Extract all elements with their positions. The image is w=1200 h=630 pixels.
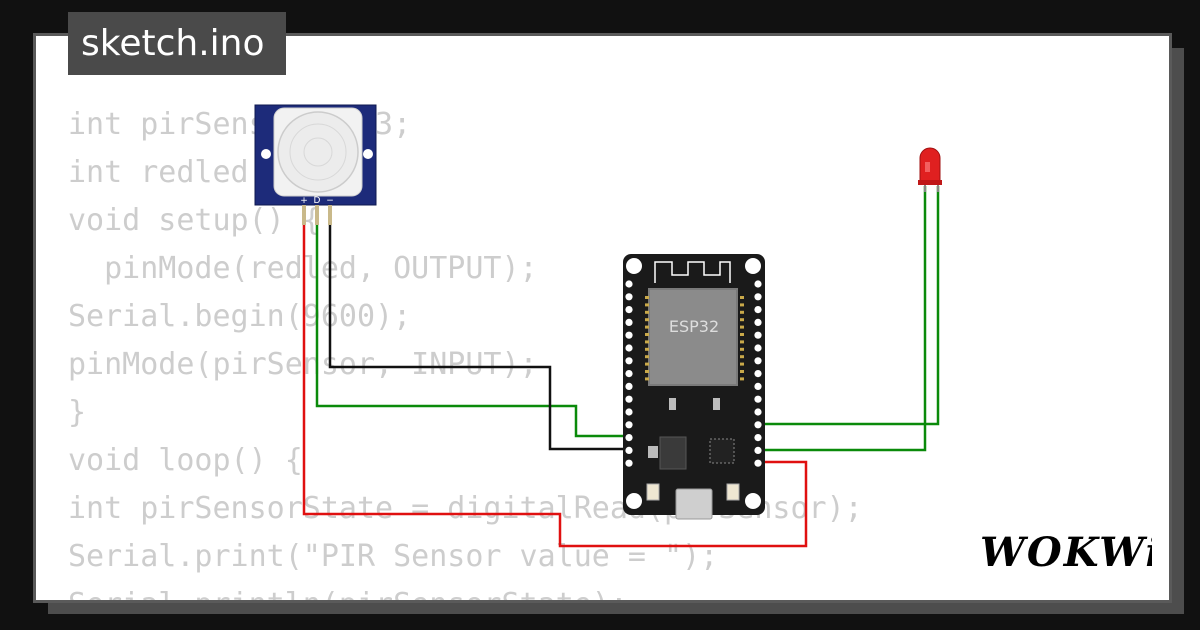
header-pin[interactable] [754, 459, 762, 467]
header-pin[interactable] [754, 318, 762, 326]
header-pin[interactable] [754, 331, 762, 339]
module-pad [645, 347, 649, 351]
boot-button[interactable] [726, 483, 740, 501]
header-pin[interactable] [625, 370, 633, 378]
header-pin[interactable] [625, 293, 633, 301]
header-pin[interactable] [754, 280, 762, 288]
header-pin[interactable] [754, 370, 762, 378]
wire-green-signal[interactable] [315, 224, 632, 438]
header-pin[interactable] [754, 421, 762, 429]
module-pad [740, 355, 744, 359]
header-pin[interactable] [625, 382, 633, 390]
usb-uart-chip-icon [709, 438, 735, 464]
header-pin[interactable] [754, 446, 762, 454]
code-line: Serial.println(pirSensorState); [68, 581, 863, 600]
module-pad [740, 333, 744, 336]
module-pad [740, 347, 744, 351]
wire-green-led-cathode[interactable] [758, 186, 927, 452]
module-pad [645, 310, 649, 314]
header-pin[interactable] [625, 408, 633, 416]
code-line: } [68, 395, 87, 430]
header-pin[interactable] [625, 331, 633, 339]
module-pad [740, 310, 744, 314]
code-line: void setup() { [68, 203, 321, 238]
header-pin[interactable] [754, 306, 762, 314]
header-pin[interactable] [754, 395, 762, 403]
module-pad [740, 362, 744, 366]
reset-button[interactable] [646, 483, 660, 501]
voltage-regulator-icon [659, 436, 687, 470]
module-pad [645, 355, 649, 359]
esp32-board[interactable]: ESP32 [623, 254, 765, 520]
code-line: void loop() { [68, 443, 303, 478]
pir-pin-label: − [326, 196, 334, 206]
module-pad [740, 370, 744, 373]
header-pin[interactable] [625, 318, 633, 326]
header-pin[interactable] [625, 459, 633, 467]
module-pad [645, 377, 649, 381]
pir-sensor[interactable]: + D − [254, 104, 377, 225]
module-pad [645, 296, 649, 299]
header-pin[interactable] [625, 434, 633, 442]
module-pad [740, 377, 744, 381]
red-led[interactable] [918, 147, 942, 192]
usb-port-icon [675, 488, 713, 520]
header-pin[interactable] [754, 357, 762, 365]
header-pin[interactable] [625, 280, 633, 288]
module-pad [645, 340, 649, 344]
header-pin[interactable] [625, 395, 633, 403]
header-pin[interactable] [754, 382, 762, 390]
module-pad [645, 318, 649, 322]
pir-pin-label: D [314, 196, 321, 206]
module-pad [645, 370, 649, 373]
module-pad [740, 296, 744, 299]
module-pad [645, 325, 649, 329]
header-pin[interactable] [625, 344, 633, 352]
wire-green-led-anode[interactable] [758, 186, 940, 426]
header-pin[interactable] [625, 357, 633, 365]
header-pin[interactable] [625, 446, 633, 454]
code-line: Serial.begin(9600); [68, 299, 412, 334]
antenna-icon [654, 261, 731, 283]
module-pad [645, 362, 649, 366]
pir-pin-label: + [300, 196, 308, 206]
module-pad [740, 340, 744, 344]
module-pad [740, 325, 744, 329]
code-line: pinMode(pirSensor, INPUT); [68, 347, 538, 382]
header-pin[interactable] [754, 293, 762, 301]
header-pin[interactable] [754, 408, 762, 416]
esp32-chip-label: ESP32 [669, 317, 719, 336]
header-pin[interactable] [754, 344, 762, 352]
header-pin[interactable] [625, 306, 633, 314]
wire-black-ground[interactable] [328, 224, 632, 451]
module-pad [740, 318, 744, 322]
wokwi-logo-text: WOKWi [980, 529, 1152, 576]
module-pad [645, 303, 649, 307]
header-pin[interactable] [754, 434, 762, 442]
module-pad [645, 333, 649, 336]
wire-red-vcc[interactable] [302, 224, 808, 548]
file-tab-sketch[interactable]: sketch.ino [68, 12, 286, 75]
wokwi-logo: WOKWi [980, 529, 1152, 576]
module-pad [740, 303, 744, 307]
header-pin[interactable] [625, 421, 633, 429]
